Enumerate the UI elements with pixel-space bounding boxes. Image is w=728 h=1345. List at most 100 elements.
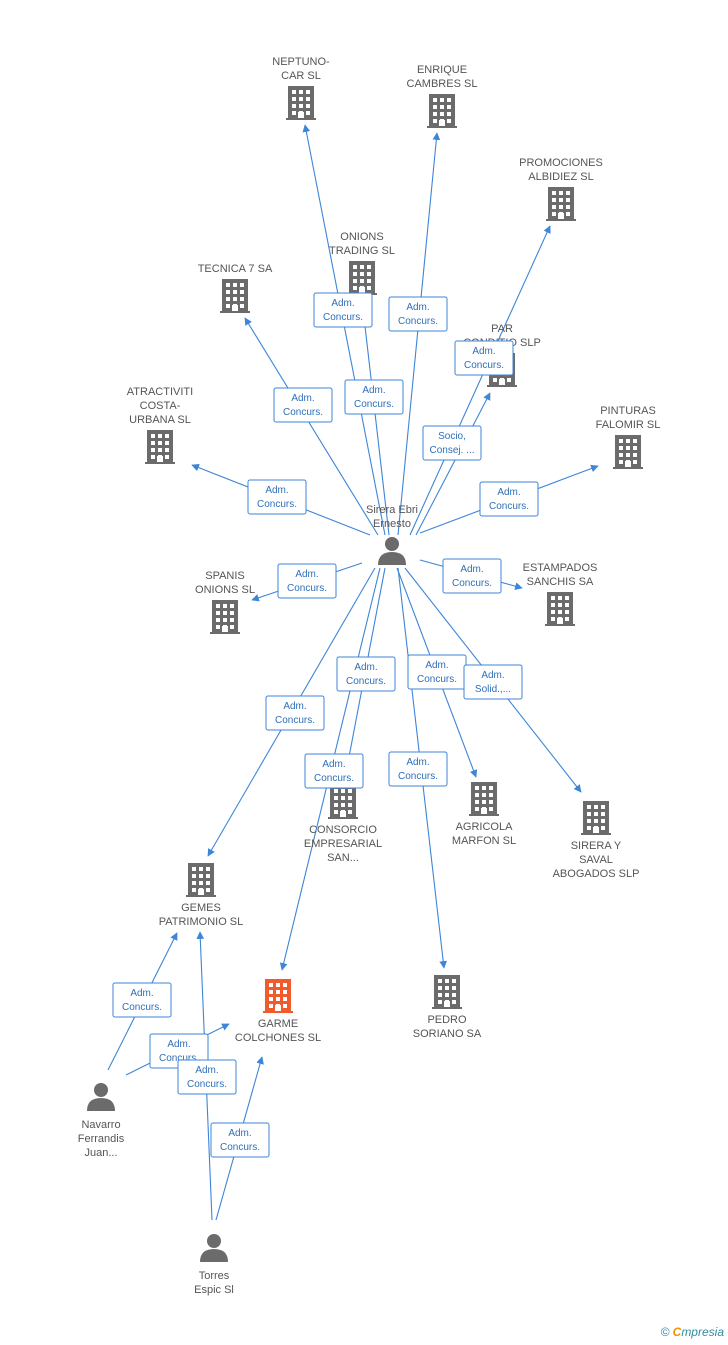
- node-label-line: SAVAL: [579, 854, 613, 866]
- edge-sirera-to-onions: [358, 299, 390, 536]
- edge-label-sirera-to-pedro[interactable]: Adm. Concurs.: [388, 751, 448, 787]
- edge-label-line: Adm.: [406, 757, 429, 768]
- edge-label-sirera-to-consorcio[interactable]: Adm. Concurs.: [336, 656, 396, 692]
- node-label-line: PEDRO: [427, 1014, 467, 1026]
- edge-label-navarro-to-gemes[interactable]: Adm.Concurs.: [112, 982, 172, 1018]
- node-promociones[interactable]: PROMOCIONES ALBIDIEZ SL: [519, 157, 603, 221]
- node-label-line: GEMES: [181, 902, 221, 914]
- edge-label-sirera-to-garme[interactable]: Adm.Concurs.: [304, 753, 364, 789]
- building-icon[interactable]: [145, 430, 175, 464]
- building-icon[interactable]: [286, 86, 316, 120]
- edge-label-line: Concurs.: [159, 1053, 199, 1064]
- node-label-line: TECNICA 7 SA: [198, 263, 273, 275]
- node-tecnica[interactable]: TECNICA 7 SA: [198, 263, 273, 313]
- building-icon[interactable]: [545, 592, 575, 626]
- edge-label-sirera-to-spanis[interactable]: Adm.Concurs.: [277, 563, 337, 599]
- edge-label-line: Adm.: [481, 670, 504, 681]
- edge-label-line: Concurs.: [398, 771, 438, 782]
- node-label-line: PROMOCIONES: [519, 157, 603, 169]
- building-icon[interactable]: [220, 279, 250, 313]
- edge-label-sirera-to-pinturas[interactable]: Adm.Concurs.: [479, 481, 539, 517]
- node-label-line: ALBIDIEZ SL: [528, 171, 593, 183]
- building-icon[interactable]: [613, 435, 643, 469]
- node-label-line: ENRIQUE: [417, 64, 467, 76]
- edge-sirera-to-tecnica: [244, 317, 379, 536]
- edge-label-line: Adm.: [362, 385, 385, 396]
- edge-label-line: Concurs.: [287, 583, 327, 594]
- edge-label-line: Adm.: [283, 701, 306, 712]
- edge-label-line: Adm.: [406, 302, 429, 313]
- edge-label-line: Adm.: [331, 298, 354, 309]
- node-label-line: Ferrandis: [78, 1133, 125, 1145]
- person-icon[interactable]: [87, 1083, 115, 1111]
- building-icon[interactable]: [581, 801, 611, 835]
- brand-footer: ©Cmpresia: [661, 1325, 724, 1339]
- edge-label-line: Concurs.: [283, 407, 323, 418]
- copyright-symbol: ©: [660, 1325, 670, 1339]
- edge-label-sirera-to-atractiviti[interactable]: Adm.Concurs.: [247, 479, 307, 515]
- edge-label-sirera-to-tecnica[interactable]: Adm. Concurs.: [273, 387, 333, 423]
- edge-label-sirera-to-enrique[interactable]: Adm.Concurs.: [388, 296, 448, 332]
- edge-label-line: Concurs.: [187, 1079, 227, 1090]
- edge-label-line: Adm.: [130, 988, 153, 999]
- node-label-line: COSTA-: [140, 400, 181, 412]
- node-label-line: SAN...: [327, 852, 359, 864]
- node-label-line: CAR SL: [281, 70, 321, 82]
- building-icon[interactable]: [328, 785, 358, 819]
- edge-label-sirera-to-onions[interactable]: Adm.Concurs.: [344, 379, 404, 415]
- node-neptuno[interactable]: NEPTUNO- CAR SL: [272, 56, 330, 120]
- node-label-line: NEPTUNO-: [272, 56, 330, 68]
- edge-label-torres-to-garme[interactable]: Adm.Concurs.: [210, 1122, 270, 1158]
- edge-label-sirera-to-neptuno[interactable]: Adm.Concurs.: [313, 292, 373, 328]
- edge-labels-layer: Adm. Concurs. Adm. Concurs. Socio,Consej. ..…: [112, 292, 539, 1158]
- building-icon[interactable]: [427, 94, 457, 128]
- building-icon[interactable]: [469, 782, 499, 816]
- edge-sirera-to-par: [415, 392, 491, 536]
- building-icon[interactable]: [546, 187, 576, 221]
- edge-label-sirera-to-agricola[interactable]: Adm.Concurs.: [407, 654, 467, 690]
- node-label-line: URBANA SL: [129, 414, 191, 426]
- node-label-line: Ernesto: [373, 518, 411, 530]
- node-consorcio[interactable]: CONSORCIOEMPRESARIALSAN...: [304, 785, 382, 864]
- node-label-line: PAR: [491, 323, 513, 335]
- edge-label-torres-to-gemes[interactable]: Adm.Concurs.: [177, 1059, 237, 1095]
- node-pedro[interactable]: PEDRO SORIANO SA: [413, 975, 482, 1040]
- edge-label-line: Concurs.: [220, 1142, 260, 1153]
- building-icon[interactable]: [432, 975, 462, 1009]
- edge-label-line: Adm.: [472, 346, 495, 357]
- building-icon[interactable]: [210, 600, 240, 634]
- building-icon[interactable]: [186, 863, 216, 897]
- node-label-line: MARFON SL: [452, 835, 516, 847]
- edge-label-sirera-to-sireraysaval[interactable]: Adm.Solid.,...: [463, 664, 523, 700]
- edge-label-line: Adm.: [291, 393, 314, 404]
- edge-label-line: Adm.: [497, 487, 520, 498]
- edge-label-sirera-to-promociones[interactable]: Socio,Consej. ...: [422, 425, 482, 461]
- node-label-line: Sirera Ebri: [366, 504, 418, 516]
- person-icon[interactable]: [378, 537, 406, 565]
- node-label-line: CONSORCIO: [309, 824, 377, 836]
- building-icon[interactable]: [263, 979, 293, 1013]
- node-navarro[interactable]: NavarroFerrandisJuan...: [78, 1083, 125, 1159]
- building-icon[interactable]: [347, 261, 377, 295]
- edge-label-line: Adm.: [354, 662, 377, 673]
- edge-label-sirera-to-estampados[interactable]: Adm.Concurs.: [442, 558, 502, 594]
- person-icon[interactable]: [200, 1234, 228, 1262]
- node-label-line: Espic Sl: [194, 1284, 234, 1296]
- edge-label-sirera-to-gemes[interactable]: Adm.Concurs.: [265, 695, 325, 731]
- edge-label-sirera-to-par[interactable]: Adm.Concurs.: [454, 340, 514, 376]
- brand-initial: C: [672, 1325, 682, 1339]
- node-label-line: SORIANO SA: [413, 1028, 482, 1040]
- edge-label-line: Concurs.: [346, 676, 386, 687]
